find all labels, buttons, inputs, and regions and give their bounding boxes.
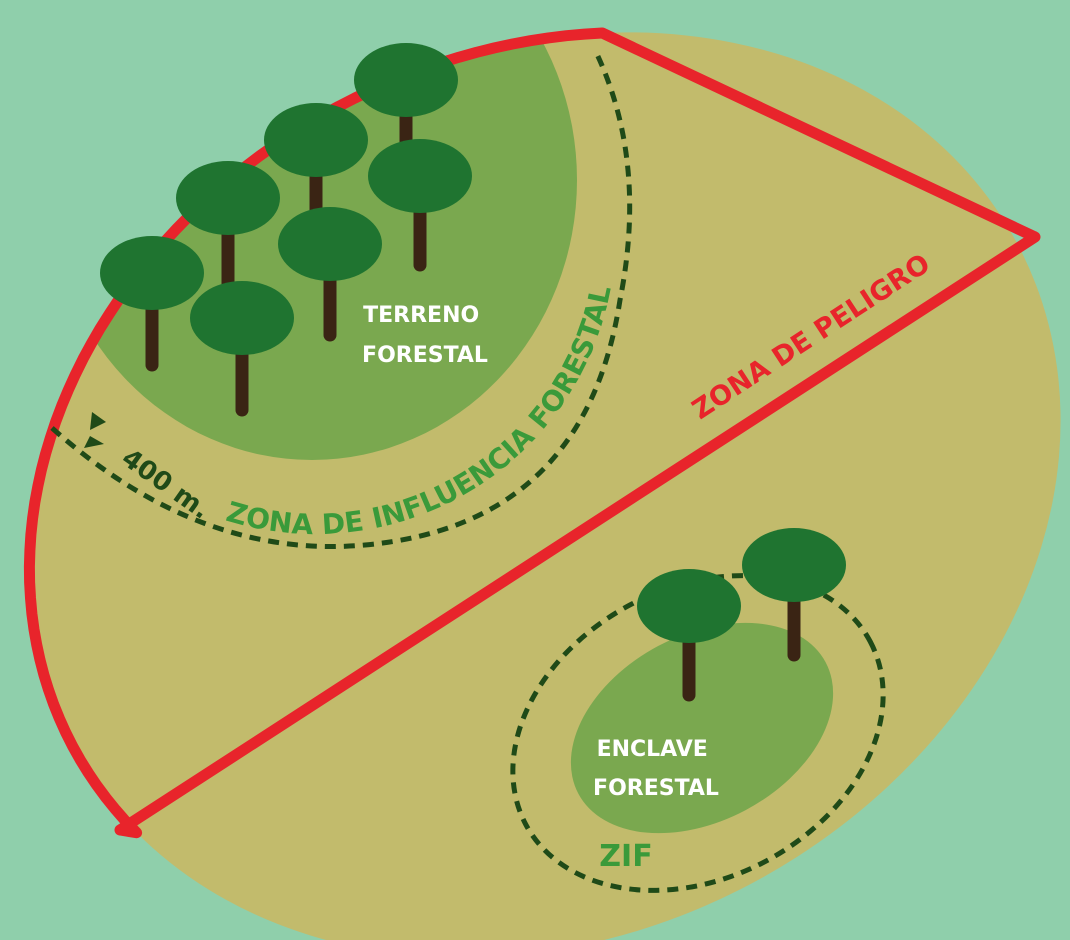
tree-icon	[100, 236, 204, 372]
tree-crown	[742, 528, 846, 602]
tree-icon	[278, 207, 382, 342]
tree-icon	[264, 103, 368, 222]
danger-zone-divider	[114, 231, 1041, 836]
tree-crown	[354, 43, 458, 117]
forest-terrain-label: TERRENO FORESTAL	[362, 303, 488, 368]
tree-crown	[264, 103, 368, 177]
tree-icon	[368, 139, 472, 272]
forest-enclave-label-line2: FORESTAL	[593, 776, 719, 801]
influence-zone-boundary	[50, 48, 633, 550]
distance-marker	[84, 412, 106, 448]
forest-terrain-label-line2: FORESTAL	[362, 343, 488, 368]
tree-crown	[368, 139, 472, 213]
tree-crown	[190, 281, 294, 355]
tree-icon	[176, 161, 280, 292]
tree-icon	[637, 569, 741, 702]
enclave-influence-boundary	[510, 573, 886, 893]
double-arrow-icon-lower	[84, 436, 104, 448]
zif-label: ZIF	[599, 839, 652, 874]
tree-crown	[176, 161, 280, 235]
forest-enclave-label-line1: ENCLAVE	[597, 737, 708, 762]
tree-icon	[190, 281, 294, 417]
tree-crown	[100, 236, 204, 310]
tree-group	[100, 43, 846, 702]
forest-enclave-area	[570, 622, 834, 834]
tree-crown	[278, 207, 382, 281]
tree-crown	[637, 569, 741, 643]
double-arrow-icon	[90, 412, 106, 430]
forest-enclave-label: ENCLAVE FORESTAL	[593, 737, 719, 801]
tree-icon	[354, 43, 458, 157]
tree-icon	[742, 528, 846, 662]
forest-terrain-label-line1: TERRENO	[363, 303, 479, 328]
